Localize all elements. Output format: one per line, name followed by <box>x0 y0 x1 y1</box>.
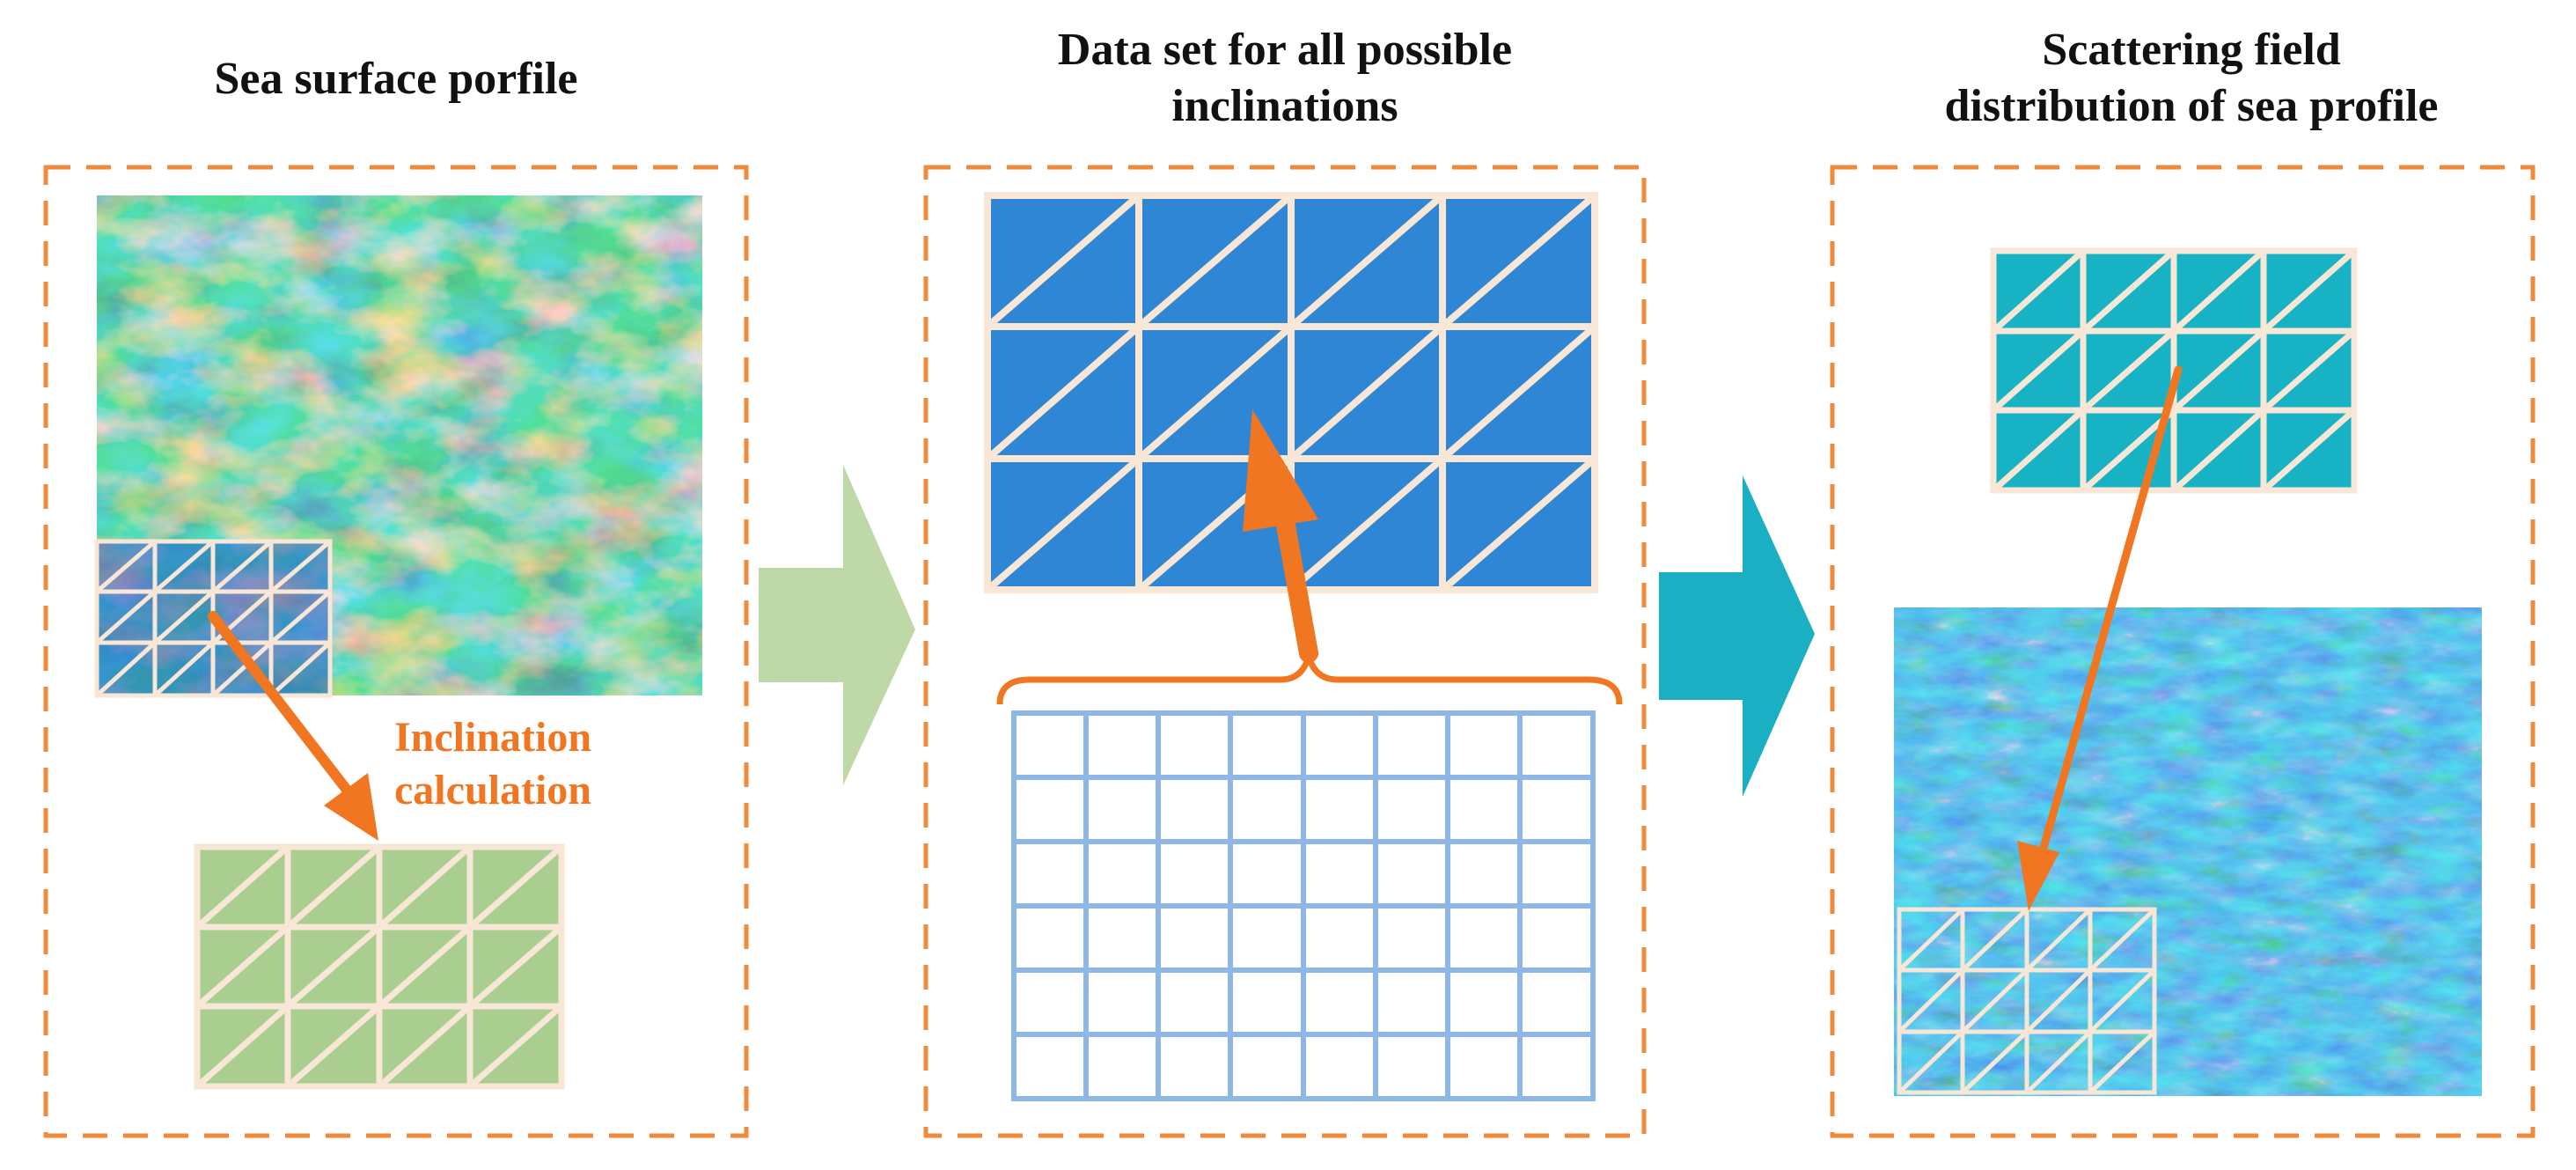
annotation-line2: calculation <box>394 767 591 813</box>
inclination-calculation-label: Inclination calculation <box>348 711 638 817</box>
scattering-field-image <box>1894 607 2482 1096</box>
annotation-line1: Inclination <box>393 714 592 761</box>
curly-brace-icon <box>996 644 1623 705</box>
panel3-title-line2: distribution of sea profile <box>1944 81 2439 131</box>
panel1-title-line: Sea surface porfile <box>214 54 578 104</box>
panel2-frame <box>923 165 1647 1138</box>
panel1-title: Sea surface porfile <box>62 51 730 107</box>
vector-arrow-icon <box>1243 409 1318 663</box>
panel3-title: Scattering field distribution of sea pro… <box>1813 22 2570 135</box>
panel3-frame <box>1830 165 2536 1138</box>
panel2-title-line1: Data set for all possible <box>1057 25 1513 75</box>
scattering-grid-overlay <box>1897 907 2157 1095</box>
panel2-title: Data set for all possible inclinations <box>915 22 1655 135</box>
panel3-title-line1: Scattering field <box>2042 25 2341 75</box>
panel2-title-line2: inclinations <box>1171 81 1398 131</box>
dataset-grid <box>1011 710 1596 1101</box>
flow-arrow-icon <box>759 465 915 785</box>
panel1-frame <box>43 165 749 1138</box>
vector-arrow-icon <box>208 611 378 841</box>
inclination-tile-teal <box>1990 247 2358 494</box>
flow-arrow-icon <box>1659 475 1815 797</box>
inclination-tile-green <box>194 843 565 1090</box>
vector-arrow-icon <box>2017 365 2183 911</box>
